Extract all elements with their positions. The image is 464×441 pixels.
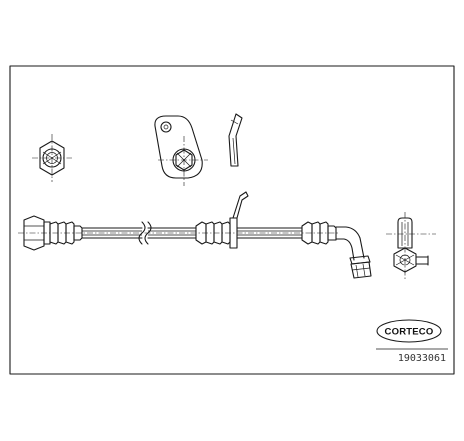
brake-hose-assembly bbox=[18, 191, 372, 279]
mounting-bracket-view bbox=[154, 115, 208, 186]
hex-nut-end-view bbox=[32, 134, 72, 182]
corteco-logo: CORTECO bbox=[376, 319, 442, 343]
drawing-frame bbox=[9, 65, 455, 375]
brand-name: CORTECO bbox=[385, 327, 434, 338]
part-number: 19033061 bbox=[398, 353, 446, 364]
bracket-side-view bbox=[228, 113, 243, 167]
fitting-end-detail bbox=[386, 212, 436, 280]
